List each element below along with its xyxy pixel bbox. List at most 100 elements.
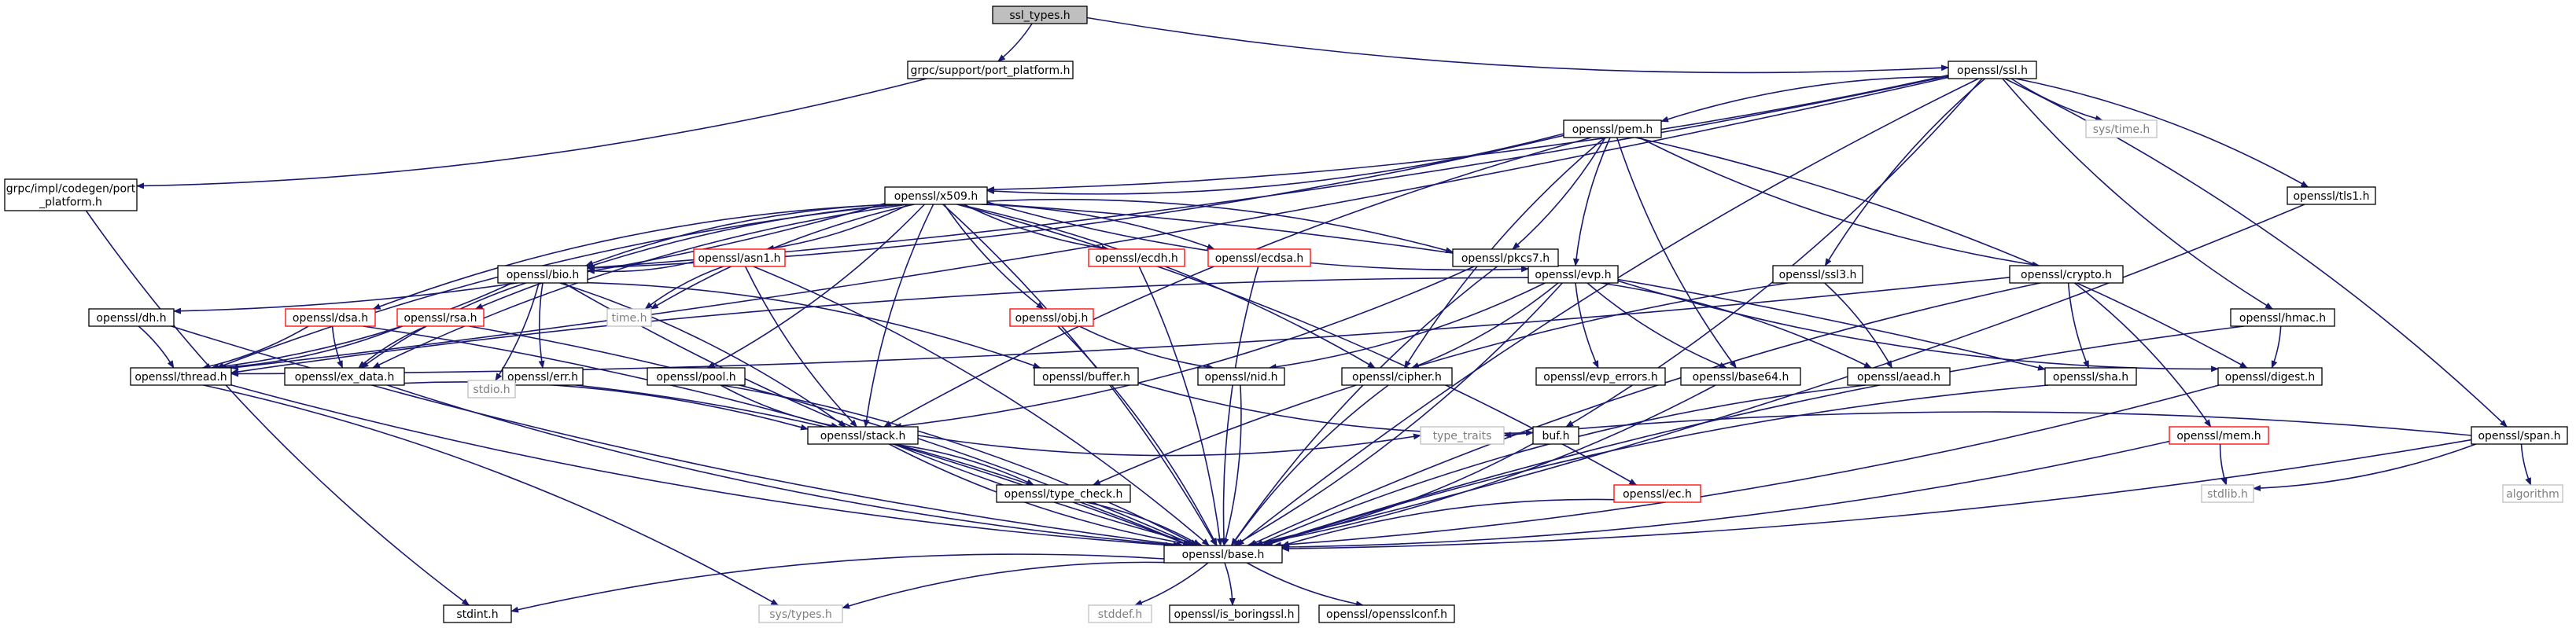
node-label: stdio.h xyxy=(473,384,510,396)
node-ssl-types[interactable]: ssl_types.h xyxy=(992,6,1088,24)
node-label: openssl/type_check.h xyxy=(1004,488,1123,501)
node-type-check[interactable]: openssl/type_check.h xyxy=(996,484,1131,503)
node-openssl-base64[interactable]: openssl/base64.h xyxy=(1680,367,1801,386)
node-openssl-buffer[interactable]: openssl/buffer.h xyxy=(1034,367,1139,386)
node-box xyxy=(1197,367,1285,386)
node-box xyxy=(502,367,584,386)
node-openssl-cipher[interactable]: openssl/cipher.h xyxy=(1341,367,1453,386)
node-openssl-pem[interactable]: openssl/pem.h xyxy=(1563,119,1662,138)
node-openssl-crypto[interactable]: openssl/crypto.h xyxy=(2009,265,2124,284)
node-buf[interactable]: buf.h xyxy=(1532,426,1579,445)
edge-ssl_types-to-openssl_ssl xyxy=(1086,17,1949,74)
node-openssl-ecdh[interactable]: openssl/ecdh.h xyxy=(1088,248,1185,267)
node-openssl-hmac[interactable]: openssl/hmac.h xyxy=(2230,308,2335,327)
node-openssl-x509[interactable]: openssl/x509.h xyxy=(884,186,988,205)
node-is-boringssl[interactable]: openssl/is_boringssl.h xyxy=(1169,604,1299,623)
node-stdint[interactable]: stdint.h xyxy=(443,604,512,623)
node-openssl-dh[interactable]: openssl/dh.h xyxy=(88,308,175,327)
node-box xyxy=(1613,484,1701,503)
node-openssl-span[interactable]: openssl/span.h xyxy=(2471,426,2568,445)
node-label: stddef.h xyxy=(1098,608,1142,621)
edge-openssl_dh-to-openssl_thread xyxy=(138,325,175,369)
edge-openssl_bio-to-openssl_err xyxy=(538,282,545,369)
node-box xyxy=(1680,367,1801,386)
node-box xyxy=(1169,604,1299,623)
node-openssl-dsa[interactable]: openssl/dsa.h xyxy=(285,308,376,327)
edge-openssl_asn1-to-openssl_base xyxy=(753,266,1210,546)
node-box xyxy=(1452,248,1559,267)
node-box xyxy=(807,426,919,445)
node-openssl-sha[interactable]: openssl/sha.h xyxy=(2044,367,2137,386)
node-openssl-stack[interactable]: openssl/stack.h xyxy=(807,426,919,445)
node-evp-errors[interactable]: openssl/evp_errors.h xyxy=(1535,367,1666,386)
edge-openssl_pem-to-openssl_pkcs7 xyxy=(1512,137,1606,250)
node-openssl-asn1[interactable]: openssl/asn1.h xyxy=(693,248,786,267)
edge-openssl_base-to-is_boringssl xyxy=(1224,562,1236,606)
node-openssl-ecdsa[interactable]: openssl/ecdsa.h xyxy=(1207,248,1311,267)
edge-openssl_x509-to-openssl_asn1 xyxy=(765,204,909,252)
edge-openssl_pem-to-openssl_crypto xyxy=(1638,137,2040,268)
node-openssl-ssl[interactable]: openssl/ssl.h xyxy=(1948,61,2037,79)
node-openssl-err[interactable]: openssl/err.h xyxy=(502,367,584,386)
node-openssl-pkcs7[interactable]: openssl/pkcs7.h xyxy=(1452,248,1559,267)
node-box xyxy=(1772,265,1863,284)
node-label: openssl/dsa.h xyxy=(293,312,368,325)
node-openssl-bio[interactable]: openssl/bio.h xyxy=(497,265,588,284)
node-label: openssl/rsa.h xyxy=(404,312,477,325)
node-label: openssl/is_boringssl.h xyxy=(1174,608,1295,621)
edge-openssl_evp-to-openssl_nid xyxy=(1268,282,1546,370)
edge-openssl_evp-to-openssl_base64 xyxy=(1587,282,1727,369)
node-label: openssl/hmac.h xyxy=(2239,312,2326,325)
node-label: sys/types.h xyxy=(769,608,831,621)
node-openssl-ssl3[interactable]: openssl/ssl3.h xyxy=(1772,265,1863,284)
node-box xyxy=(2471,426,2568,445)
node-label: openssl/err.h xyxy=(507,371,578,384)
node-label: sys/time.h xyxy=(2093,123,2150,136)
edge-openssl_asn1-to-openssl_bio xyxy=(587,261,695,274)
node-openssl-rsa[interactable]: openssl/rsa.h xyxy=(396,308,485,327)
node-openssl-thread[interactable]: openssl/thread.h xyxy=(130,367,232,386)
node-openssl-aead[interactable]: openssl/aead.h xyxy=(1847,367,1951,386)
node-box xyxy=(130,367,232,386)
node-port-platform[interactable]: grpc/support/port_platform.h xyxy=(907,61,1074,79)
node-box xyxy=(1532,426,1579,445)
node-label: stdlib.h xyxy=(2207,488,2248,501)
node-openssl-ex-data[interactable]: openssl/ex_data.h xyxy=(284,367,405,386)
edge-openssl_x509-to-openssl_obj xyxy=(943,204,1045,310)
edge-openssl_err-to-openssl_base xyxy=(576,384,1191,546)
node-box xyxy=(443,604,512,623)
node-box xyxy=(884,186,988,205)
node-opensslconf[interactable]: openssl/opensslconf.h xyxy=(1318,604,1455,623)
edge-openssl_base-to-stddef xyxy=(1134,562,1209,606)
edge-openssl_pem-to-openssl_cipher xyxy=(1403,137,1605,369)
edge-openssl_crypto-to-openssl_thread xyxy=(230,277,2010,377)
edge-openssl_ssl3-to-openssl_aead xyxy=(1824,282,1892,369)
node-openssl-mem[interactable]: openssl/mem.h xyxy=(2169,426,2269,445)
edge-openssl_x509-to-openssl_dsa xyxy=(372,204,894,310)
node-label: type_traits xyxy=(1433,430,1492,443)
node-label: openssl/mem.h xyxy=(2176,430,2261,443)
node-openssl-pool[interactable]: openssl/pool.h xyxy=(647,367,746,386)
node-label: openssl/digest.h xyxy=(2225,371,2316,384)
edge-openssl_ssl-to-openssl_ssl3 xyxy=(1824,78,1986,266)
edge-openssl_crypto-to-openssl_mem xyxy=(2073,282,2212,428)
node-box xyxy=(467,380,516,398)
edge-openssl_evp-to-evp_errors xyxy=(1575,282,1599,369)
edge-openssl_stack-to-openssl_base xyxy=(889,443,1198,548)
node-openssl-base[interactable]: openssl/base.h xyxy=(1163,545,1283,564)
edge-openssl_ssl-to-openssl_base xyxy=(1236,78,1979,546)
node-openssl-ec[interactable]: openssl/ec.h xyxy=(1613,484,1701,503)
node-label: openssl/buffer.h xyxy=(1042,371,1130,384)
node-openssl-digest[interactable]: openssl/digest.h xyxy=(2217,367,2323,386)
node-type-traits: type_traits xyxy=(1420,426,1505,445)
node-box xyxy=(1563,119,1662,138)
edge-openssl_obj-to-openssl_nid xyxy=(1078,325,1214,370)
node-openssl-tls1[interactable]: openssl/tls1.h xyxy=(2287,186,2376,205)
node-openssl-obj[interactable]: openssl/obj.h xyxy=(1009,308,1094,327)
node-box xyxy=(992,6,1088,24)
node-openssl-evp[interactable]: openssl/evp.h xyxy=(1528,265,1619,284)
edge-openssl_span-to-type_traits xyxy=(1503,411,2472,439)
node-openssl-nid[interactable]: openssl/nid.h xyxy=(1197,367,1285,386)
node-codegen-port-platform[interactable]: grpc/impl/codegen/port_platform.h xyxy=(4,178,138,211)
node-box xyxy=(1009,308,1094,327)
